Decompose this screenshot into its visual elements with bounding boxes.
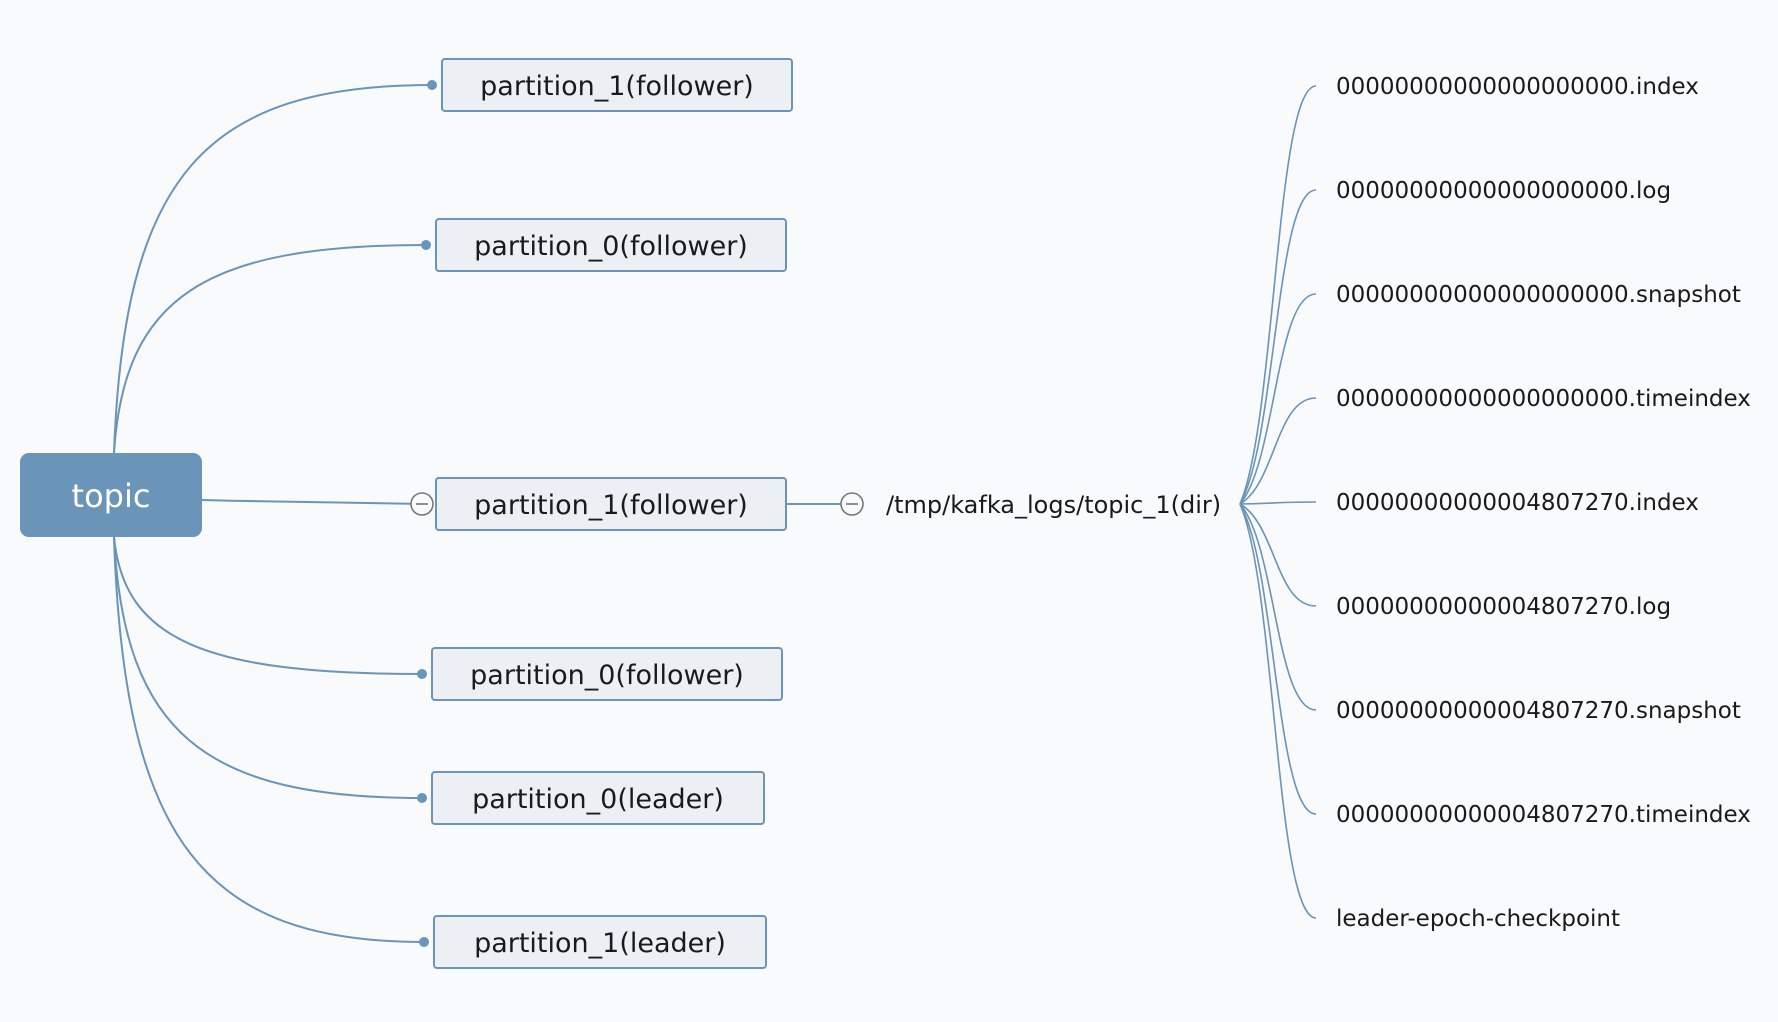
file-leaf[interactable]: 00000000000004807270.timeindex <box>1336 802 1751 828</box>
partition-node-label: partition_0(leader) <box>472 784 724 815</box>
partition-connector <box>113 244 427 454</box>
partition-node-box <box>441 58 793 112</box>
partition-node-box <box>433 915 767 969</box>
partition-node-box <box>431 771 765 825</box>
connector-dot-icon <box>427 80 437 90</box>
connector-dot-icon <box>417 793 427 803</box>
file-connector <box>1239 503 1317 711</box>
partition-connector <box>113 536 423 799</box>
file-leaf[interactable]: 00000000000004807270.index <box>1336 490 1699 516</box>
partition-node-label: partition_1(follower) <box>480 71 754 102</box>
partition-node[interactable]: partition_0(follower) <box>431 647 783 701</box>
file-leaf[interactable]: 00000000000000000000.log <box>1336 178 1671 204</box>
connector-dot-icon <box>417 669 427 679</box>
file-leaf[interactable]: 00000000000000000000.index <box>1336 74 1699 100</box>
file-connector <box>1239 293 1317 505</box>
partition-connector <box>113 536 425 943</box>
partition-connector <box>201 499 427 505</box>
partition-node[interactable]: partition_1(leader) <box>433 915 767 969</box>
file-leaf-label: 00000000000000000000.timeindex <box>1336 386 1751 412</box>
root-node-box <box>20 453 202 537</box>
file-leaf-label: 00000000000000000000.log <box>1336 178 1671 204</box>
partition-node[interactable]: partition_0(leader) <box>431 771 765 825</box>
file-connector <box>1239 85 1317 505</box>
file-leaf-label: 00000000000004807270.snapshot <box>1336 698 1741 724</box>
partition-node[interactable]: partition_1(follower) <box>435 477 787 531</box>
connector-layer <box>113 84 1317 943</box>
file-leaf[interactable]: 00000000000004807270.log <box>1336 594 1671 620</box>
partition-node-box <box>431 647 783 701</box>
collapse-toggle-icon[interactable] <box>410 492 434 516</box>
file-leaf[interactable]: 00000000000000000000.snapshot <box>1336 282 1741 308</box>
file-leaf-label: 00000000000004807270.index <box>1336 490 1699 516</box>
file-connector <box>1239 501 1317 505</box>
partition-connector <box>113 84 433 454</box>
partition-node-box <box>435 218 787 272</box>
directory-node[interactable]: /tmp/kafka_logs/topic_1(dir) <box>886 491 1221 519</box>
file-connector <box>1239 503 1317 815</box>
file-leaf-label: 00000000000004807270.log <box>1336 594 1671 620</box>
root-node-label: topic <box>72 477 151 515</box>
file-leaf[interactable]: leader-epoch-checkpoint <box>1336 906 1620 932</box>
partition-node-label: partition_1(follower) <box>474 490 748 521</box>
node-layer: topic partition_1(follower) partition_0(fo… <box>20 58 1751 969</box>
partition-node[interactable]: partition_0(follower) <box>435 218 787 272</box>
root-node[interactable]: topic <box>20 453 202 537</box>
file-leaf[interactable]: 00000000000004807270.snapshot <box>1336 698 1741 724</box>
file-connector <box>1239 397 1317 505</box>
directory-node-label: /tmp/kafka_logs/topic_1(dir) <box>886 491 1221 519</box>
collapse-toggle-icon[interactable] <box>840 492 864 516</box>
connector-dot-icon <box>421 240 431 250</box>
partition-node[interactable]: partition_1(follower) <box>441 58 793 112</box>
file-leaf-label: 00000000000004807270.timeindex <box>1336 802 1751 828</box>
partition-node-box <box>435 477 787 531</box>
file-connector <box>1239 503 1317 919</box>
partition-node-label: partition_0(follower) <box>474 231 748 262</box>
file-leaf-label: leader-epoch-checkpoint <box>1336 906 1620 932</box>
connector-dot-icon <box>419 937 429 947</box>
file-leaf-label: 00000000000000000000.snapshot <box>1336 282 1741 308</box>
partition-node-label: partition_0(follower) <box>470 660 744 691</box>
file-leaf-label: 00000000000000000000.index <box>1336 74 1699 100</box>
partition-connector <box>113 536 423 675</box>
file-leaf[interactable]: 00000000000000000000.timeindex <box>1336 386 1751 412</box>
file-connector <box>1239 189 1317 505</box>
file-connector <box>1239 503 1317 607</box>
partition-node-label: partition_1(leader) <box>474 928 726 959</box>
